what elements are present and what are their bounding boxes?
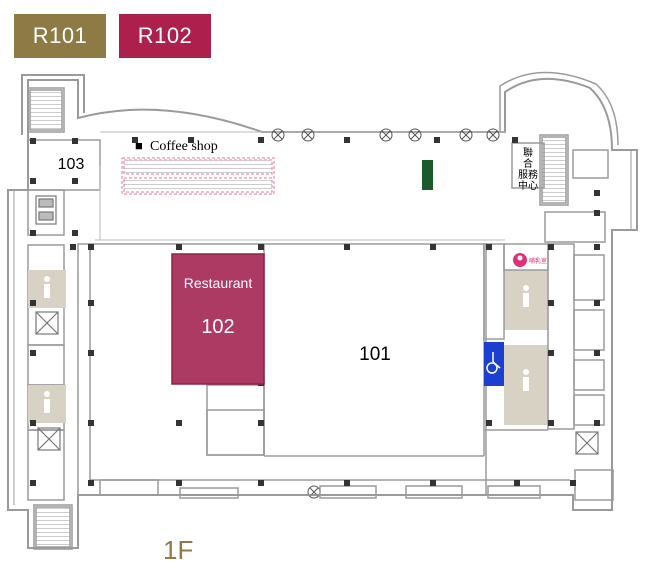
floor-label: 1F bbox=[163, 535, 194, 565]
green-marker bbox=[422, 160, 433, 190]
room-103-number: 103 bbox=[58, 156, 85, 173]
room-102-restaurant[interactable] bbox=[171, 253, 265, 385]
svg-text:服務: 服務 bbox=[518, 168, 538, 181]
service-center-area bbox=[511, 134, 609, 243]
elevator-icon bbox=[35, 195, 599, 455]
svg-text:中心: 中心 bbox=[518, 179, 538, 192]
coffee-shop-label: Coffee shop bbox=[150, 139, 218, 154]
building-outline bbox=[7, 71, 638, 549]
skylight-markers bbox=[271, 128, 500, 499]
restroom-icon bbox=[44, 276, 50, 413]
wheelchair-icon bbox=[486, 352, 501, 374]
r101-button[interactable]: R101 bbox=[14, 14, 106, 58]
coffee-shop-marker: ■ bbox=[135, 138, 143, 153]
svg-text:合: 合 bbox=[523, 157, 533, 170]
restroom-icon bbox=[523, 285, 529, 391]
nursing-room-label: 哺乳室 bbox=[529, 257, 547, 265]
room-102-number: 102 bbox=[201, 316, 234, 338]
east-wing bbox=[483, 243, 605, 431]
room-101-number: 101 bbox=[359, 344, 391, 365]
nursing-room-icon bbox=[513, 253, 527, 267]
escalator-icon bbox=[121, 157, 275, 195]
r102-button[interactable]: R102 bbox=[119, 14, 211, 58]
west-service-core bbox=[27, 87, 101, 550]
room-102-label: Restaurant bbox=[184, 275, 253, 291]
svg-text:聯: 聯 bbox=[523, 147, 533, 159]
service-center-label: 聯 合 服務 中心 bbox=[518, 147, 538, 192]
